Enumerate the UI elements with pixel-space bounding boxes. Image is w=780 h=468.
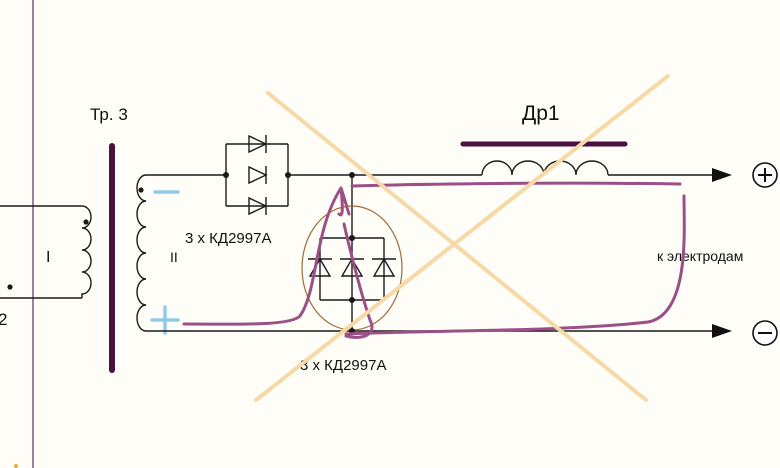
primary-dot xyxy=(83,219,89,225)
diode-icon xyxy=(248,134,268,154)
diode-icon xyxy=(372,257,396,277)
junction-dots xyxy=(223,172,355,334)
diode-icon xyxy=(248,165,268,185)
terminal-plus xyxy=(752,162,778,188)
electrodes-label: к электродам xyxy=(657,248,743,264)
primary-pin-dot xyxy=(7,284,13,290)
cross-mark-icon xyxy=(254,74,670,402)
diodes-top-label: 3 х КД2997А xyxy=(185,230,271,247)
primary-pin-label: 2 xyxy=(0,310,7,329)
transformer-label: Тр. 3 xyxy=(90,105,128,124)
arrow-icon xyxy=(712,168,732,182)
inductor-label: Др1 xyxy=(522,102,560,125)
secondary-winding xyxy=(136,174,147,332)
terminal-minus xyxy=(752,320,778,346)
arrow-icon xyxy=(712,324,732,338)
diodes-bottom-label: 3 х КД2997А xyxy=(300,357,386,374)
plus-mark xyxy=(150,305,180,335)
secondary-dot xyxy=(138,187,144,193)
diode-icon xyxy=(248,196,268,216)
current-path xyxy=(182,181,686,339)
winding-primary-label: I xyxy=(46,249,50,266)
winding-secondary-label: II xyxy=(170,249,178,265)
artifact-dot xyxy=(14,464,18,468)
primary-circuit xyxy=(0,205,92,299)
